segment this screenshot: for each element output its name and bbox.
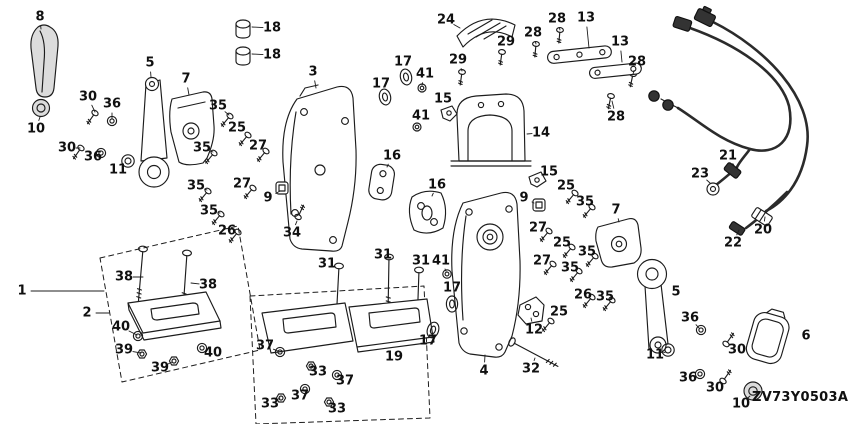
part-3-housing xyxy=(282,84,357,252)
part-8-knob xyxy=(30,24,59,98)
part-13-brackets xyxy=(547,45,642,79)
part-5-lever-left xyxy=(138,76,170,188)
part-20-connector xyxy=(751,207,773,227)
right-lower-hardware xyxy=(661,324,763,401)
part-23-connector xyxy=(706,182,720,196)
part-9-cap-right xyxy=(532,198,546,212)
part-30-36-screws-left xyxy=(70,108,118,162)
part-5-lever-right xyxy=(636,258,669,354)
part-18-caps xyxy=(235,19,251,66)
part-2-plate xyxy=(127,291,222,341)
part-16-gaskets xyxy=(368,163,447,234)
part-17-41-grommets-top xyxy=(377,67,427,132)
part-9-cap-left xyxy=(275,181,289,195)
diagram-code: ZV73Y0503A xyxy=(752,390,849,405)
eyelet-terminal-icon xyxy=(648,90,660,102)
dashed-box-gasket-kit xyxy=(249,285,431,424)
part-10-grommet-left xyxy=(31,98,51,118)
part-32-bolt xyxy=(506,336,561,371)
part-11-bushing-left xyxy=(121,154,135,168)
dashed-box-mount-kit xyxy=(99,225,261,383)
cable-harness xyxy=(648,5,809,236)
part-22-plug xyxy=(728,221,746,236)
connector-plug-icon xyxy=(693,5,716,28)
part-29-screws xyxy=(456,48,507,86)
part-4-housing xyxy=(451,191,521,358)
connector-plug-icon xyxy=(672,15,693,32)
part-15-clip-top xyxy=(440,105,458,122)
part-7-bracket-left xyxy=(169,91,215,166)
part-24-plate xyxy=(456,18,516,48)
part-7-bracket-right xyxy=(595,218,642,268)
gasket-plate xyxy=(261,302,354,354)
part-19-plate xyxy=(348,298,435,353)
part-37-33-hardware xyxy=(274,346,343,407)
part-15-clip-right xyxy=(528,171,547,188)
part-14-cover xyxy=(450,93,532,167)
part-6-cover xyxy=(745,308,790,365)
part-12-bracket xyxy=(517,296,556,334)
eyelet-terminal-icon xyxy=(662,99,674,111)
part-41-17-grommets-bottom xyxy=(424,269,459,340)
leader-lines xyxy=(30,24,766,400)
